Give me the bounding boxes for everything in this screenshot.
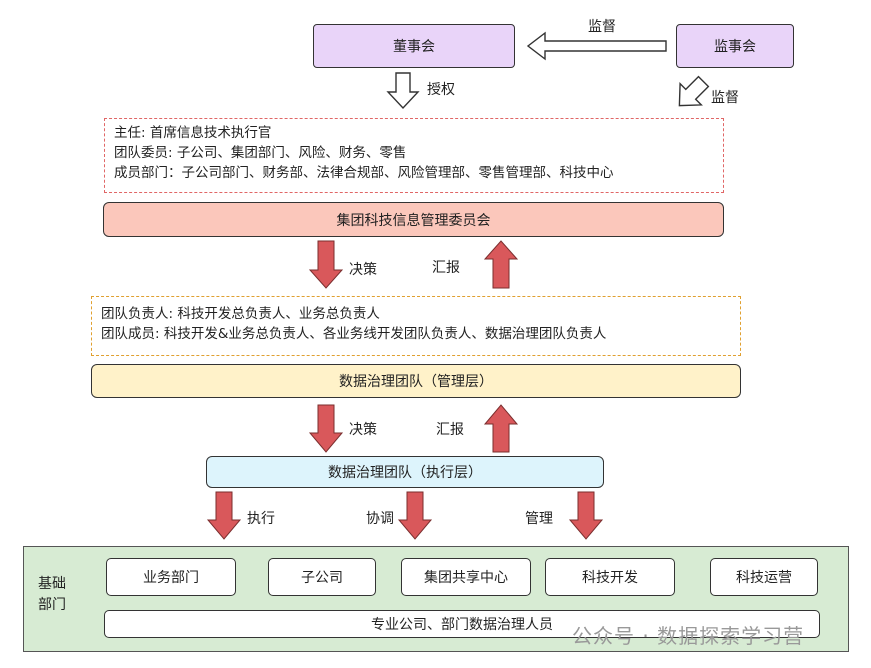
committee-notes: 主任: 首席信息技术执行官 团队委员: 子公司、集团部门、风险、财务、零售 成员…	[104, 118, 724, 193]
watermark-text: 公众号 · 数据探索学习营	[572, 624, 805, 648]
execution-layer-box: 数据治理团队（执行层）	[206, 456, 604, 488]
supervise-label-diagonal: 监督	[711, 90, 739, 106]
coordinate-down-arrow	[397, 491, 433, 540]
coordinate-label: 协调	[366, 511, 394, 527]
report-label-2: 汇报	[436, 422, 464, 438]
decide-down-arrow-2	[308, 404, 344, 453]
management-notes: 团队负责人: 科技开发总负责人、业务总负责人 团队成员: 科技开发&业务总负责人…	[91, 296, 741, 356]
report-label-1: 汇报	[432, 260, 460, 276]
governance-staff-box: 专业公司、部门数据治理人员	[104, 610, 820, 638]
decide-down-arrow-1	[308, 240, 344, 289]
committee-box: 集团科技信息管理委员会	[103, 202, 724, 237]
board-box: 董事会	[313, 24, 515, 68]
supervisory-board-box: 监事会	[676, 24, 794, 68]
manage-label: 管理	[525, 511, 553, 527]
management-layer-box: 数据治理团队（管理层）	[91, 364, 741, 398]
decide-label-1: 决策	[349, 262, 377, 278]
unit-tech-ops: 科技运营	[710, 558, 818, 596]
execute-down-arrow	[206, 491, 242, 540]
execute-label: 执行	[247, 511, 275, 527]
authorize-down-arrow	[386, 72, 420, 110]
supervise-diagonal-arrow	[678, 75, 710, 107]
report-up-arrow-2	[483, 404, 519, 453]
manage-down-arrow	[568, 491, 604, 540]
committee-departments-text: 成员部门：子公司部门、财务部、法律合规部、风险管理部、零售管理部、科技中心	[114, 165, 614, 181]
committee-chair-text: 主任: 首席信息技术执行官	[114, 125, 272, 141]
management-members-text: 团队成员: 科技开发&业务总负责人、各业务线开发团队负责人、数据治理团队负责人	[101, 326, 607, 342]
report-up-arrow-1	[483, 240, 519, 289]
authorize-label: 授权	[427, 82, 455, 98]
unit-business-dept: 业务部门	[106, 558, 236, 596]
unit-shared-center: 集团共享中心	[401, 558, 531, 596]
base-departments-title: 基础 部门	[38, 576, 66, 613]
management-lead-text: 团队负责人: 科技开发总负责人、业务总负责人	[101, 306, 380, 322]
supervise-label-top: 监督	[588, 19, 616, 35]
decide-label-2: 决策	[349, 422, 377, 438]
unit-tech-dev: 科技开发	[545, 558, 675, 596]
unit-subsidiary: 子公司	[268, 558, 376, 596]
supervise-left-arrow	[526, 31, 667, 61]
committee-members-text: 团队委员: 子公司、集团部门、风险、财务、零售	[114, 145, 407, 161]
